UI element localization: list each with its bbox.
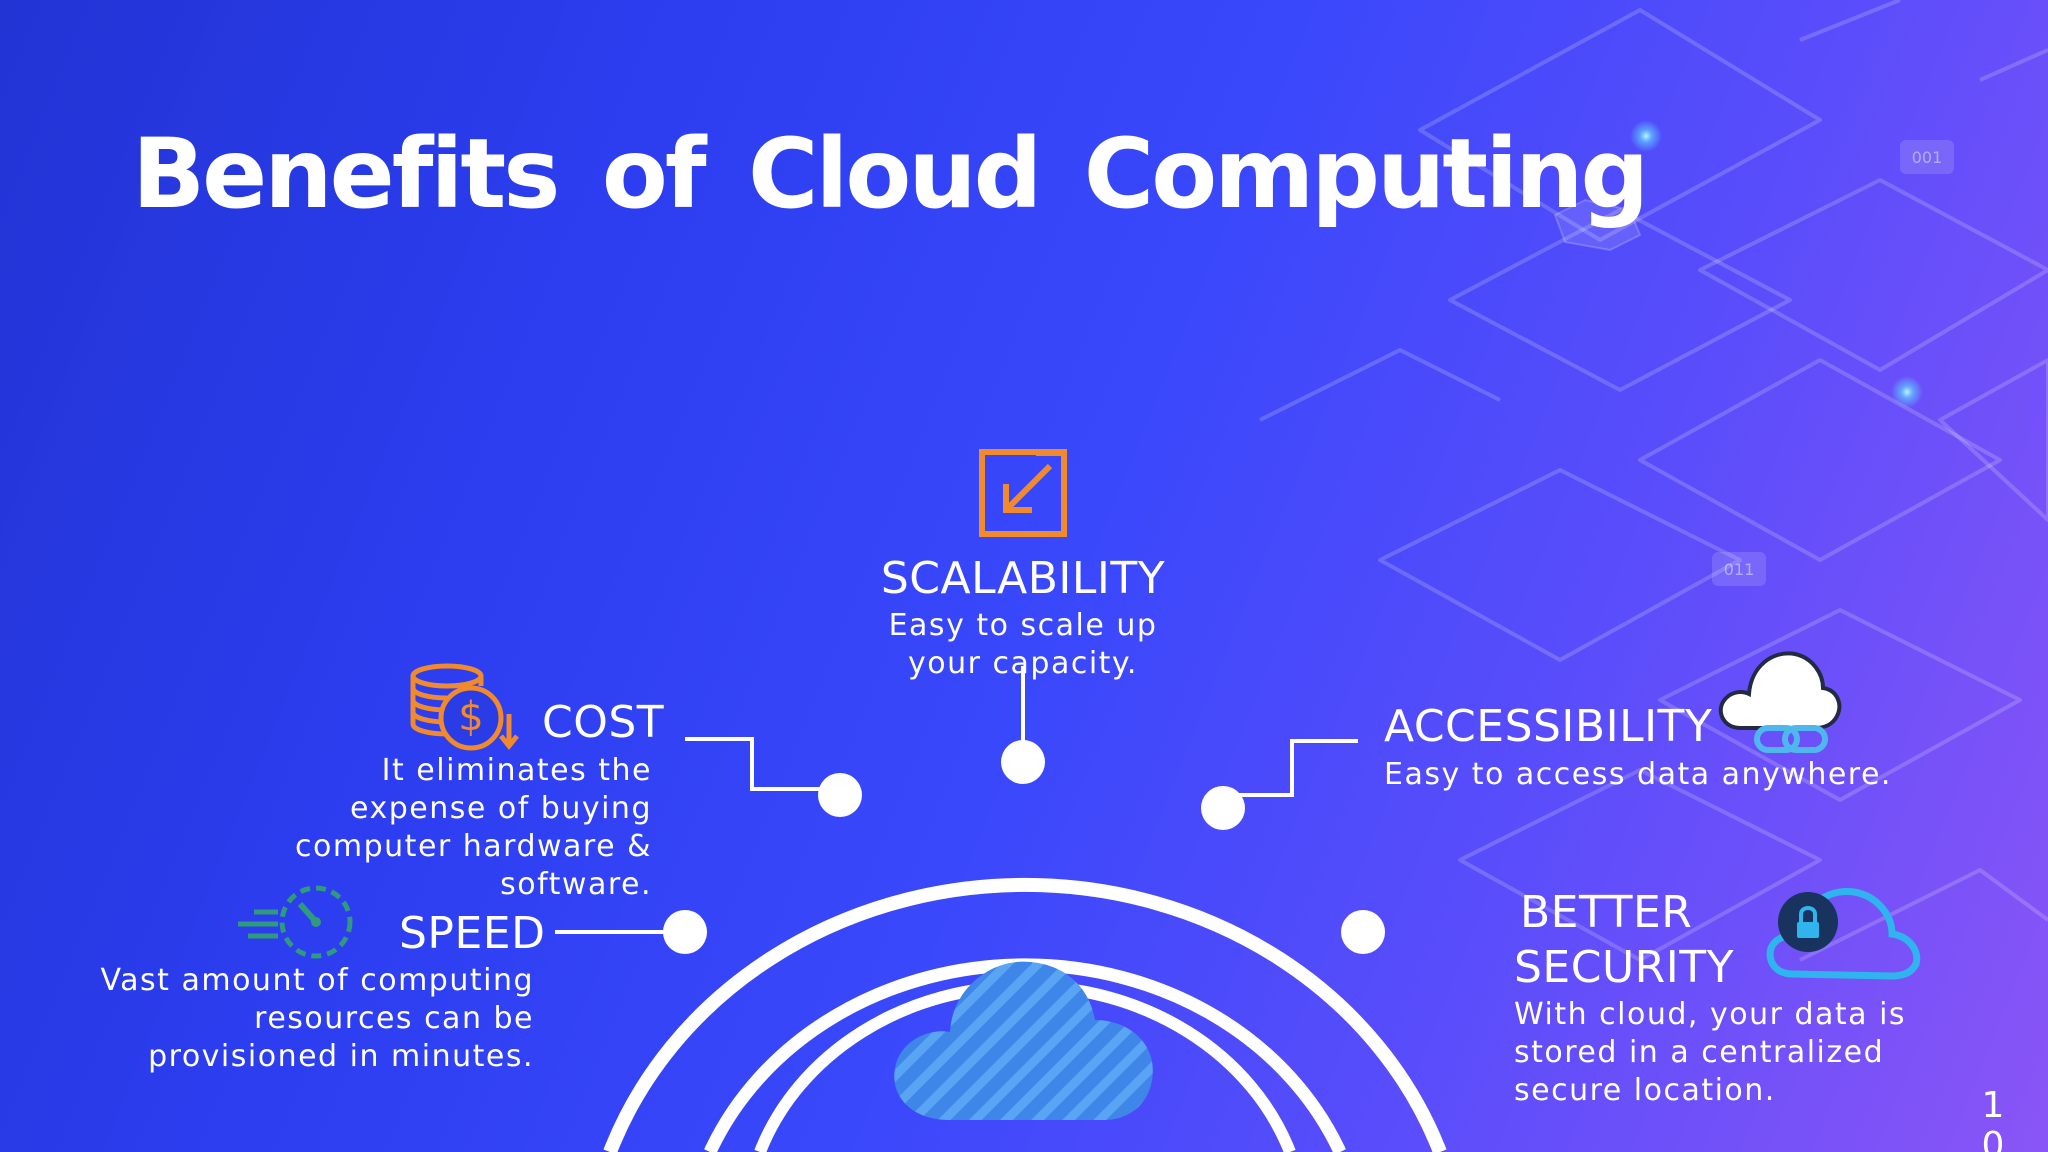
cost-description: It eliminates the expense of buying comp…: [295, 753, 652, 902]
slide-number: 10: [1981, 1085, 2005, 1152]
svg-text:011: 011: [1724, 560, 1755, 579]
binary-badge-001: 001: [1900, 140, 1954, 174]
connector-accessibility: [1223, 739, 1358, 797]
resize-arrow-icon: [979, 449, 1067, 537]
node-security: [1341, 910, 1385, 954]
connector-cost: [685, 737, 840, 791]
cost-heading: COST: [542, 697, 665, 748]
svg-text:$: $: [458, 694, 483, 740]
scalability-description: Easy to scale up your capacity.: [888, 608, 1158, 681]
security-heading-line1: BETTER: [1520, 887, 1693, 938]
speed-heading: SPEED: [399, 908, 546, 959]
binary-badge-011: 011: [1712, 552, 1766, 586]
svg-text:001: 001: [1912, 148, 1943, 167]
cloud-icon: [894, 961, 1153, 1120]
accessibility-heading: ACCESSIBILITY: [1384, 701, 1713, 752]
speed-description: Vast amount of computing resources can b…: [100, 963, 534, 1074]
node-cost: [818, 773, 862, 817]
security-description: With cloud, your data is stored in a cen…: [1514, 997, 1907, 1108]
cloud-link-icon: [1718, 651, 1842, 753]
slide-title: Benefits of Cloud Computing: [132, 118, 1649, 230]
node-accessibility: [1201, 786, 1245, 830]
scalability-heading: SCALABILITY: [880, 553, 1166, 604]
security-heading-line2: SECURITY: [1514, 942, 1734, 993]
coins-dollar-icon: $: [410, 663, 519, 751]
node-scalability: [1001, 740, 1045, 784]
accessibility-description: Easy to access data anywhere.: [1384, 757, 1892, 792]
cloud-lock-icon: [1766, 888, 1921, 980]
node-speed: [663, 910, 707, 954]
speedometer-icon: [238, 885, 353, 959]
